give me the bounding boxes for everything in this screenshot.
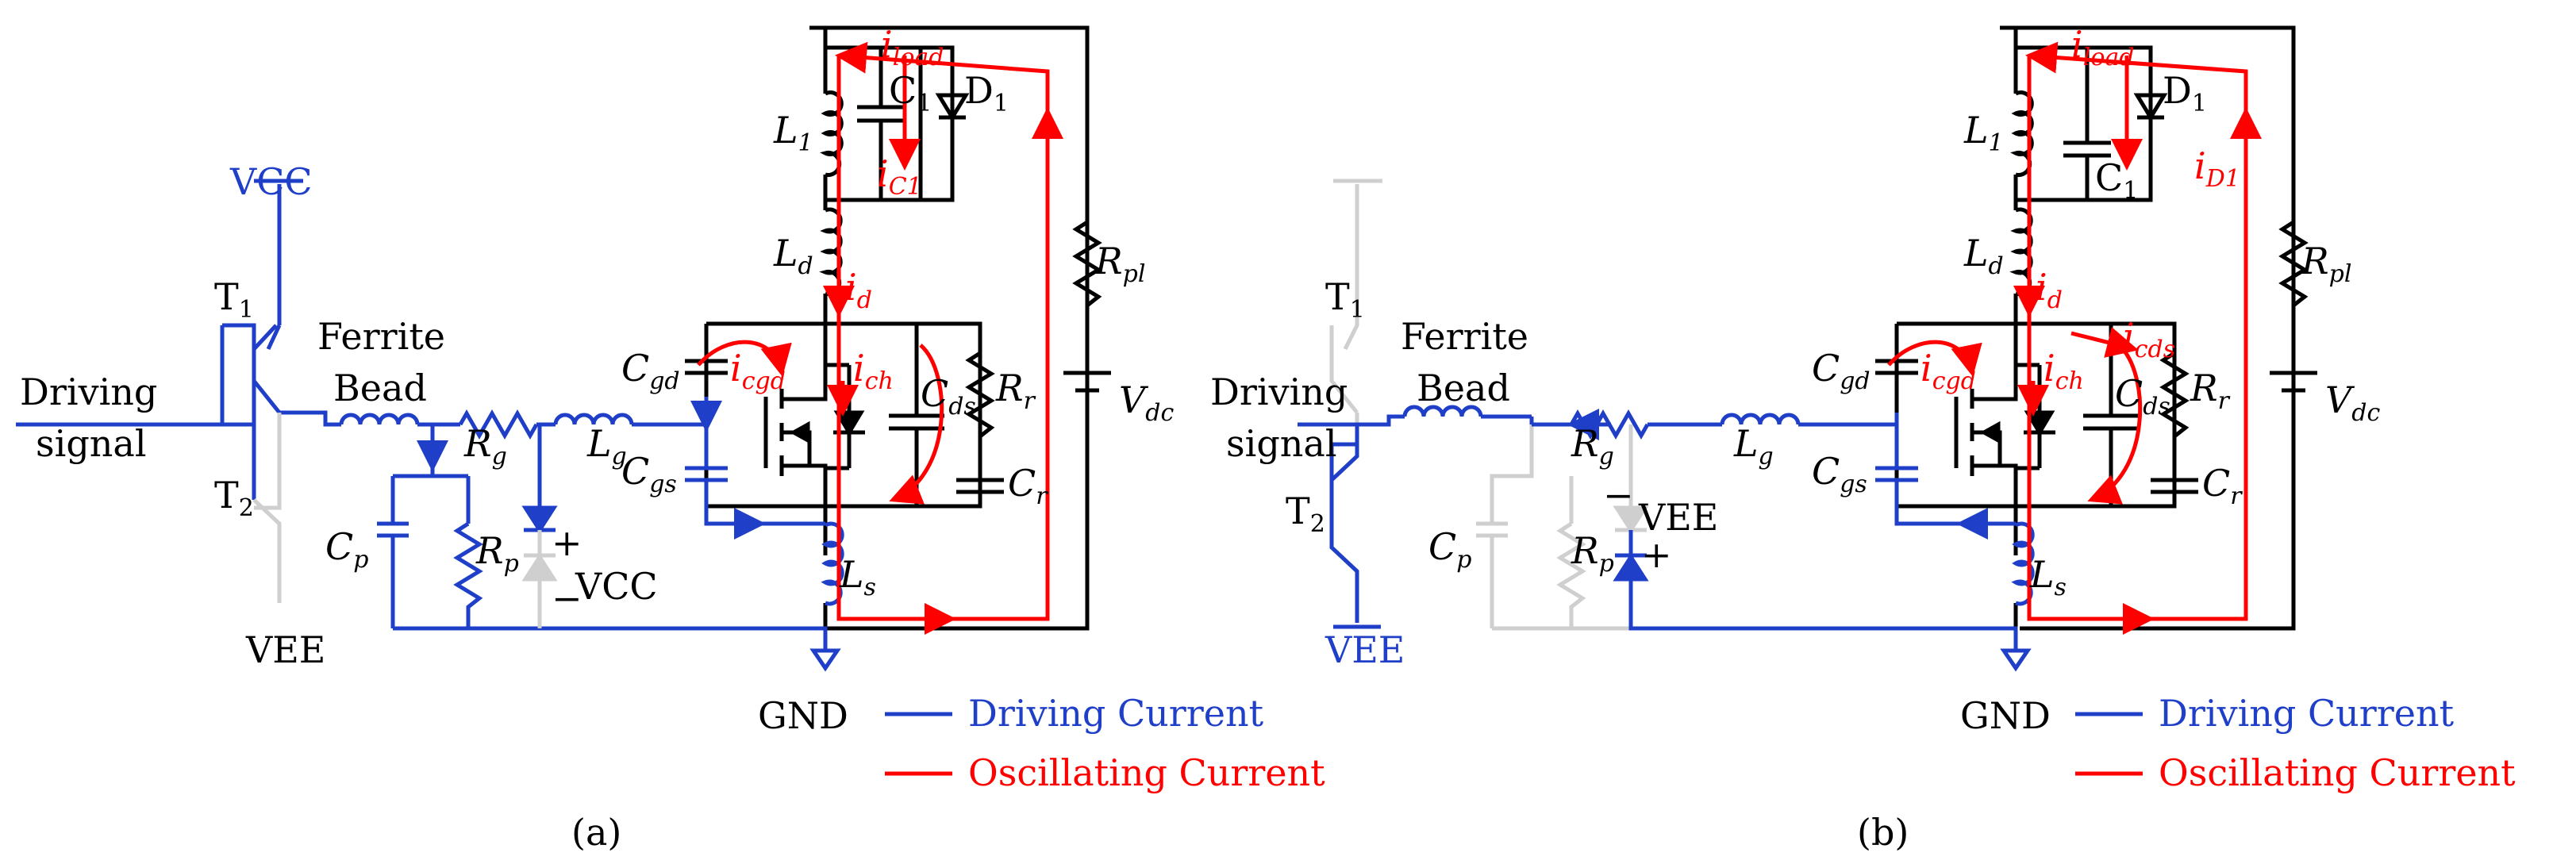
label-ic1-a: iC1 [877, 152, 922, 201]
label-ferrite-a: Ferrite [317, 315, 445, 358]
resistor-rr-b [2159, 351, 2190, 438]
label-icgd-a: icgd [730, 347, 786, 395]
label-c1-a: C1 [889, 69, 932, 117]
current-labels-a: iload iC1 id icgd ich [730, 23, 944, 395]
mosfet-b [1954, 363, 2055, 476]
label-vee-bottom-b: VEE [1325, 628, 1405, 671]
driver-a [16, 179, 828, 651]
label-rpl-b: Rpl [2301, 240, 2351, 288]
power-stage-a [704, 25, 1090, 631]
label-id-b: id [2036, 266, 2063, 314]
label-cp-a: Cp [325, 525, 368, 574]
label-rp-b: Rp [1571, 529, 1614, 578]
label-t2-a: T2 [214, 474, 254, 522]
label-cgs-a: Cgs [621, 450, 677, 498]
legend-driving-a: Driving Current [968, 692, 1264, 735]
resistor-rpl-b [2278, 220, 2309, 307]
label-cr-a: Cr [1008, 462, 1048, 510]
battery-vdc-b [2270, 371, 2317, 444]
label-iload-b: iload [2071, 23, 2134, 71]
label-c1-b: C1 [2095, 156, 2138, 205]
label-t1-b: T1 [1325, 275, 1365, 324]
label-icgd-b: icgd [1920, 347, 1976, 395]
driver-inactive-b [1329, 179, 1649, 631]
label-cds-b: Cds [2115, 372, 2170, 421]
label-rg-a: Rg [463, 422, 507, 470]
label-rg-b: Rg [1571, 422, 1614, 470]
label-d1-a: D1 [964, 69, 1009, 117]
label-d1-b: D1 [2163, 69, 2207, 117]
label-vdc-a: Vdc [1119, 378, 1174, 427]
label-t2-b: T2 [1286, 490, 1325, 538]
label-cgs-b: Cgs [1812, 450, 1867, 498]
label-minus-b: − [1603, 474, 1634, 517]
label-ich-b: ich [2043, 347, 2084, 395]
label-l1-b: L1 [1963, 109, 2004, 157]
legend-oscillating-a: Oscillating Current [968, 751, 1325, 794]
panel-label-a: (a) [571, 811, 621, 854]
label-vdc-b: Vdc [2325, 378, 2380, 427]
label-gnd-a: GND [758, 694, 848, 737]
inactive-a [252, 413, 558, 628]
panel-label-b: (b) [1857, 811, 1909, 854]
label-ferrite-b: Ferrite [1401, 315, 1528, 358]
label-ich-a: ich [853, 347, 894, 395]
current-labels-b: iload iD1 id icgd ich icds [1920, 23, 2240, 395]
label-id1-b: iD1 [2194, 144, 2240, 193]
legend-driving-b: Driving Current [2159, 692, 2455, 735]
label-cr-b: Cr [2202, 462, 2243, 510]
label-signal-b: signal [1226, 422, 1337, 465]
label-driving-b: Driving [1210, 371, 1348, 413]
label-rpl-a: Rpl [1094, 240, 1145, 288]
resistor-rpl-a [1072, 220, 1102, 307]
label-signal-a: signal [36, 422, 147, 465]
label-id-a: id [845, 266, 872, 314]
driving-arrows-b [1567, 409, 2016, 540]
battery-vdc-a [1063, 371, 1111, 444]
resistor-rr-a [965, 351, 995, 438]
diode-d1-b [2133, 93, 2168, 121]
driving-arrows-a [417, 397, 766, 540]
label-t1-a: T1 [214, 275, 254, 324]
label-ld-b: Ld [1963, 232, 2004, 280]
label-vcc-top-a: VCC [229, 160, 313, 203]
label-bead-b: Bead [1417, 367, 1510, 409]
gnd-b [2000, 648, 2032, 672]
gnd-a [809, 648, 841, 672]
label-lg-b: Lg [1733, 422, 1774, 470]
label-vee-mid-b: VEE [1638, 496, 1718, 539]
label-rr-a: Rr [995, 367, 1036, 415]
label-plus-b: + [1641, 533, 1672, 576]
driver-b [1298, 405, 2018, 651]
panel-b: T1 T2 VEE Ferrite Bead Driving signal Rg… [1210, 23, 2516, 854]
label-cds-a: Cds [921, 372, 976, 421]
label-iload-a: iload [881, 23, 944, 71]
label-plus-a: + [552, 521, 582, 564]
label-lg-a: Lg [586, 422, 627, 470]
label-vcc-low-a: VCC [575, 565, 658, 608]
label-vee-a: VEE [245, 628, 325, 671]
label-cgd-a: Cgd [621, 347, 680, 395]
label-l1-a: L1 [773, 109, 813, 157]
label-ls-b: Ls [2029, 553, 2067, 601]
panel-a: VCC T1 T2 VEE Ferrite Bead Driving signa… [16, 23, 1325, 854]
label-minus-a: − [552, 577, 582, 620]
power-stage-b [1894, 25, 2296, 631]
label-ls-a: Ls [839, 553, 876, 601]
label-rr-b: Rr [2190, 367, 2231, 415]
label-ld-a: Ld [773, 232, 813, 280]
label-rp-a: Rp [475, 529, 519, 578]
label-cgd-b: Cgd [1812, 347, 1870, 395]
label-bead-a: Bead [333, 367, 427, 409]
oscillation-a [697, 41, 1063, 635]
oscillation-b [1887, 41, 2262, 635]
label-gnd-b: GND [1960, 694, 2051, 737]
legend-oscillating-b: Oscillating Current [2159, 751, 2516, 794]
label-cp-b: Cp [1428, 525, 1471, 574]
label-icds-b: icds [2123, 315, 2175, 363]
label-driving-a: Driving [20, 371, 157, 413]
diode-d1-a [935, 93, 970, 121]
